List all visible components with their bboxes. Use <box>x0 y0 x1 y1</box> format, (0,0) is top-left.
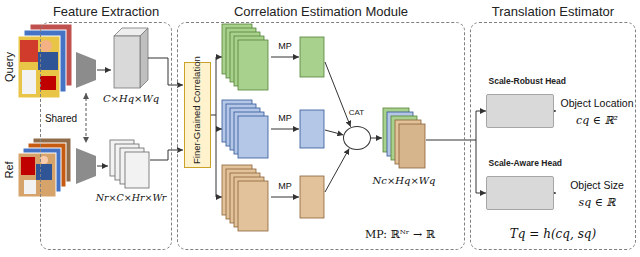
pooled-maps <box>300 110 324 148</box>
mp-arrows <box>271 57 299 197</box>
mp-arrows <box>271 129 299 130</box>
input-label: Query <box>3 52 15 82</box>
ref-images <box>36 164 52 180</box>
node-label: CAT <box>344 108 370 117</box>
output-label: Object Size <box>570 180 624 192</box>
head-arrows <box>426 140 476 141</box>
ref-images <box>18 153 56 197</box>
translation-formula: Tq = h(cq, sq) <box>510 228 596 241</box>
ref-feature-maps <box>110 140 149 188</box>
shared-arrow <box>86 93 87 143</box>
mp-definition: MP: ℝᴺʳ → ℝ <box>365 229 435 241</box>
shared-encoder <box>76 52 96 88</box>
output-label: Object Location <box>561 98 634 110</box>
ref-images <box>24 180 36 194</box>
query-image <box>22 70 36 94</box>
node-label: Finer-Grained Correlation <box>192 66 203 164</box>
tan-correlation-stack <box>222 165 268 231</box>
pooled-maps <box>300 37 324 77</box>
query-image <box>38 52 58 70</box>
module-panel: Translation EstimatorScale-Robust HeadSc… <box>470 22 636 250</box>
branch-arrows <box>211 57 222 197</box>
concat-arrows <box>325 149 349 193</box>
pooled-maps <box>300 176 324 218</box>
mp-label: MP <box>278 182 292 192</box>
head-box: Scale-Aware Head <box>486 176 554 210</box>
tan-correlation-stack <box>238 181 268 231</box>
module-panel: Correlation Estimation ModuleFiner-Grain… <box>177 22 465 250</box>
branch-arrows <box>216 57 222 58</box>
branch-arrows <box>216 57 217 197</box>
shared-encoder <box>76 52 96 184</box>
query-image <box>18 24 72 98</box>
concat-arrows <box>325 62 351 127</box>
ref-images <box>40 156 48 164</box>
query-image <box>40 76 56 90</box>
feature-arrows <box>97 166 108 167</box>
output-formula: sq ∈ ℝ <box>579 197 616 209</box>
green-correlation-stack <box>222 24 268 90</box>
panel-title: Feature Extraction <box>41 4 171 19</box>
shared-arrow <box>86 93 87 143</box>
correlation-box: Finer-Grained Correlation <box>184 62 211 168</box>
module-panel: Feature Extraction <box>40 22 172 250</box>
dimension-label: Nr×C×Hr×Wr <box>96 193 167 203</box>
concat-arrows <box>325 62 382 192</box>
dimension-label: C×Hq×Wq <box>103 93 159 104</box>
query-feature-map <box>114 36 140 88</box>
head-arrows <box>476 111 477 193</box>
query-image <box>18 36 60 98</box>
mp-label: MP <box>278 42 292 52</box>
green-correlation-stack <box>238 40 268 90</box>
input-label: Ref <box>3 161 15 178</box>
shared-label: Shared <box>45 113 77 124</box>
blue-correlation-stack <box>222 100 268 158</box>
concat-circle: CAT <box>343 126 371 150</box>
node-label: Scale-Aware Head <box>487 158 553 168</box>
head-arrows <box>476 111 486 112</box>
feature-arrows <box>97 58 183 166</box>
mp-arrows <box>271 57 299 58</box>
ref-images <box>21 157 35 175</box>
query-feature-map <box>140 28 148 88</box>
ref-images <box>18 138 71 197</box>
branch-arrows <box>211 115 216 116</box>
node-label: Scale-Robust Head <box>487 76 553 86</box>
mp-arrows <box>271 197 299 198</box>
query-feature-map <box>114 28 148 88</box>
branch-arrows <box>216 129 222 130</box>
query-image <box>20 40 38 62</box>
head-box: Scale-Robust Head <box>486 94 554 128</box>
panel-title: Correlation Estimation Module <box>178 4 464 19</box>
concat-arrows <box>325 130 343 135</box>
blue-correlation-stack <box>238 116 268 158</box>
feature-arrows <box>97 70 111 71</box>
shared-encoder <box>76 148 96 184</box>
panel-title: Translation Estimator <box>471 4 635 19</box>
dimension-label: Nc×Hq×Wq <box>373 175 436 186</box>
output-stack <box>399 124 425 168</box>
mp-label: MP <box>278 114 292 124</box>
branch-arrows <box>216 197 222 198</box>
head-arrows <box>476 193 486 194</box>
query-image <box>40 40 52 52</box>
output-formula: cq ∈ ℝ² <box>576 115 618 127</box>
pooled-maps <box>300 37 324 218</box>
output-stack <box>383 108 425 168</box>
ref-feature-maps <box>125 152 149 188</box>
feature-arrows <box>150 150 183 160</box>
